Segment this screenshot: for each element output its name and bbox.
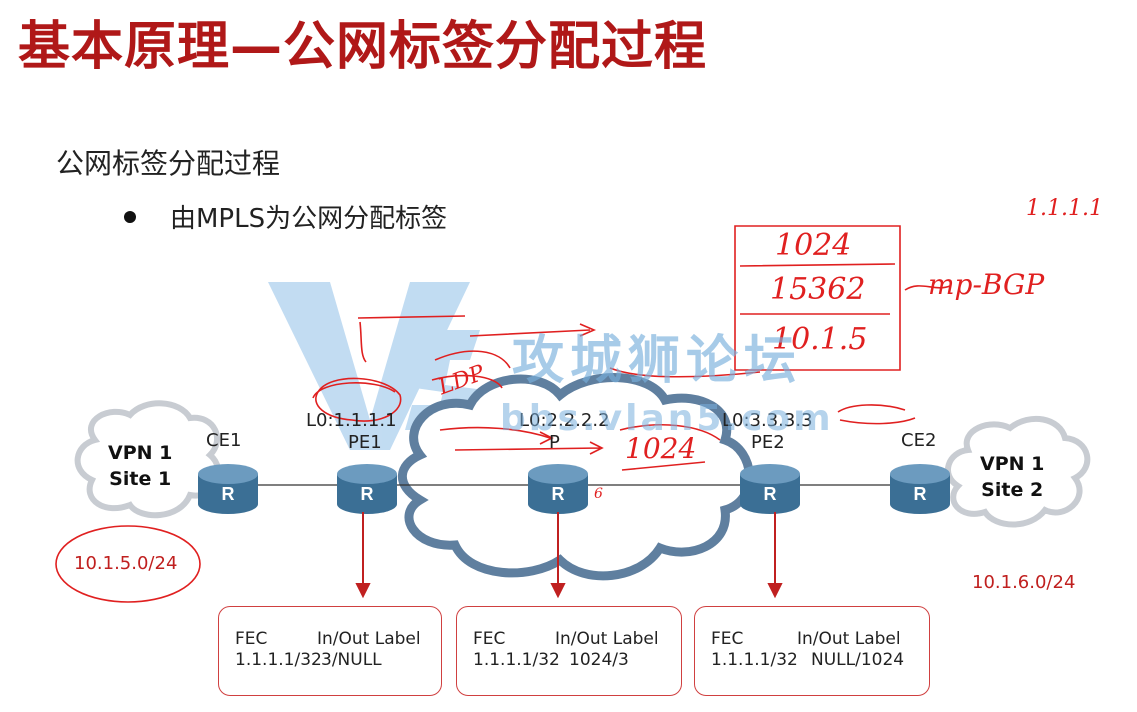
lfib-fec: 1.1.1.1/32 — [711, 650, 798, 670]
router-ce2-icon: R — [890, 464, 950, 514]
page-title: 基本原理—公网标签分配过程 — [18, 17, 708, 77]
handwritten-annotations — [55, 225, 951, 603]
router-glyph: R — [914, 484, 927, 504]
bullet-item: 由MPLS为公网分配标签 — [124, 198, 447, 235]
site2-label: VPN 1 Site 2 — [980, 451, 1044, 503]
site1-line2: Site 1 — [109, 468, 172, 490]
router-glyph: R — [222, 484, 235, 504]
lfib-fec: 1.1.1.1/32 — [473, 650, 560, 670]
router-glyph: R — [361, 484, 374, 504]
router-name-p: P — [549, 432, 560, 453]
annotation-mp-bgp: mp-BGP — [928, 268, 1045, 301]
router-name-pe1: PE1 — [348, 432, 382, 453]
router-pe1-icon: R — [337, 464, 397, 514]
annotation-digit: 6 — [594, 486, 603, 502]
lfib-table-pe2: FEC In/Out Label 1.1.1.1/32 NULL/1024 — [694, 606, 930, 696]
lfib-table-p: FEC In/Out Label 1.1.1.1/32 1024/3 — [456, 606, 682, 696]
annotation-stack-3: 10.1.5 — [772, 322, 868, 357]
site2-line1: VPN 1 — [980, 453, 1045, 475]
watermark-text: 攻城狮论坛 — [512, 331, 803, 391]
bullet-text: 由MPLS为公网分配标签 — [170, 204, 448, 234]
lfib-label: NULL/1024 — [811, 650, 905, 670]
router-glyph: R — [764, 484, 777, 504]
lfib-header-fec: FEC — [473, 629, 506, 649]
loopback-pe1: L0:1.1.1.1 — [306, 410, 397, 431]
router-name-pe2: PE2 — [751, 432, 785, 453]
site2-line2: Site 2 — [981, 479, 1044, 501]
lfib-header-label: In/Out Label — [317, 629, 421, 649]
annotation-stack-1: 1024 — [775, 228, 852, 263]
table-arrows — [355, 512, 783, 599]
lfib-label: 1024/3 — [569, 650, 629, 670]
ldp-arrows — [454, 441, 604, 455]
lfib-label: 3/NULL — [321, 650, 382, 670]
router-ce1-icon: R — [198, 464, 258, 514]
lfib-header-label: In/Out Label — [555, 629, 659, 649]
lfib-header-fec: FEC — [235, 629, 268, 649]
router-name-ce1: CE1 — [206, 430, 242, 451]
annotation-top-right: 1.1.1.1 — [1026, 196, 1103, 221]
network-right: 10.1.6.0/24 — [972, 572, 1076, 593]
annotation-1024: 1024 — [625, 432, 697, 465]
lfib-header-label: In/Out Label — [797, 629, 901, 649]
router-glyph: R — [552, 484, 565, 504]
network-left: 10.1.5.0/24 — [74, 553, 178, 574]
bullet-dot-icon — [124, 210, 136, 223]
loopback-pe2: L0:3.3.3.3 — [722, 410, 813, 431]
watermark-url: bbs.vlan5.com — [500, 398, 834, 439]
loopback-p: L0:2.2.2.2 — [519, 410, 610, 431]
annotation-stack-2: 15362 — [770, 272, 866, 307]
site1-line1: VPN 1 — [108, 442, 173, 464]
router-pe2-icon: R — [740, 464, 800, 514]
site2-cloud — [945, 416, 1091, 528]
router-p-icon: R — [528, 464, 588, 514]
section-heading: 公网标签分配过程 — [56, 147, 281, 180]
lfib-header-fec: FEC — [711, 629, 744, 649]
router-name-ce2: CE2 — [901, 430, 937, 451]
lfib-fec: 1.1.1.1/32 — [235, 650, 322, 670]
site1-label: VPN 1 Site 1 — [108, 440, 172, 492]
